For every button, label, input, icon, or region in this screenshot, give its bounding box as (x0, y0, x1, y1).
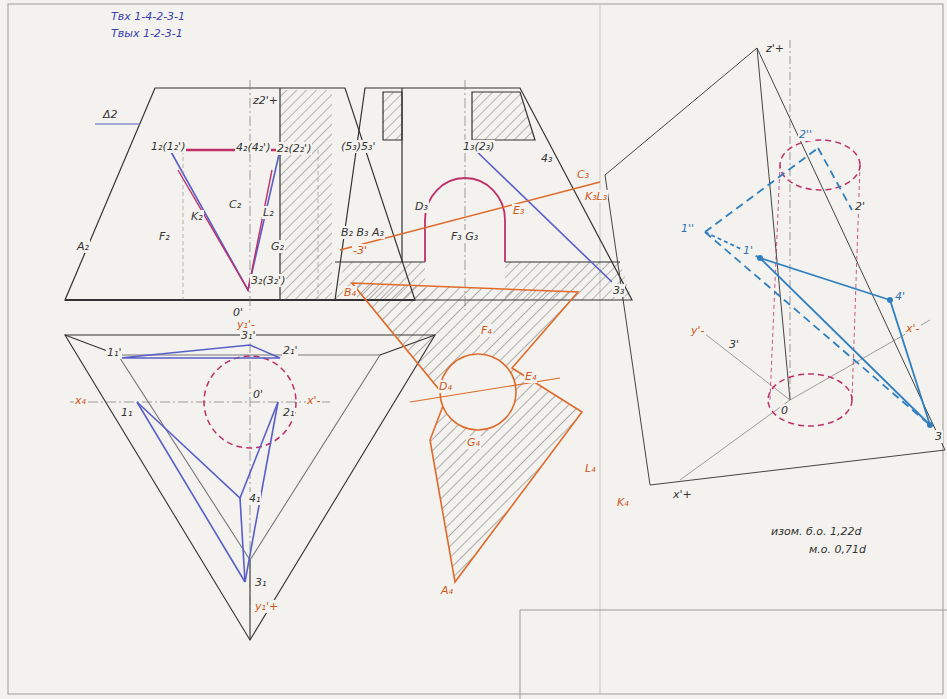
side-view (335, 80, 632, 310)
drawing-label: C₂ (228, 198, 242, 211)
drawing-label: L₄ (584, 462, 597, 475)
drawing-label: 3₂(3₂') (250, 274, 286, 287)
drawing-label: 2₁' (282, 344, 298, 357)
drawing-label: A₄ (440, 584, 454, 597)
drawing-label: 2' (854, 200, 866, 213)
drawing-label: D₄ (438, 380, 453, 393)
drawing-label: K₄ (616, 496, 630, 509)
drawing-label: 3₁' (240, 329, 256, 342)
drawing-label: м.о. 0,71d (808, 543, 867, 556)
drawing-label: 3' (728, 338, 740, 351)
drawing-label: 1₁ (120, 406, 133, 419)
drawing-label: 4₁ (248, 492, 261, 505)
drawing-label: x'+ (672, 488, 693, 501)
drawing-label: y₁'+ (254, 600, 279, 613)
drawing-label: 3₃ (612, 284, 625, 297)
drawing-label: 0 (780, 404, 789, 417)
drawing-label: 1₃(2₃) (462, 140, 495, 153)
drawing-label: 0' (252, 388, 264, 401)
drawing-label: 3 (934, 430, 943, 443)
drawing-label: 1'' (680, 222, 695, 235)
drawing-label: 2'' (798, 128, 813, 141)
drawing-label: 4₂(4₂') (235, 141, 271, 154)
drawing-label: F₂ (158, 230, 171, 243)
drawing-label: z2'+ (252, 94, 279, 107)
drawing-label: F₄ (480, 324, 493, 337)
drawing-label: F₃ G₃ (450, 230, 479, 243)
drawing-label: 4' (894, 290, 906, 303)
drawing-label: 3₁ (254, 576, 267, 589)
drawing-label: C₃ (576, 168, 590, 181)
drawing-label: x'- (905, 322, 921, 335)
drawing-label: G₄ (466, 436, 481, 449)
drawing-label: E₃ (512, 204, 525, 217)
drawing-label: y'- (690, 324, 706, 337)
drawing-label: B₂ B₃ A₃ (340, 226, 385, 239)
drawing-label: 1' (742, 244, 754, 257)
top-view (65, 325, 435, 640)
drawing-label: x₄ (74, 394, 87, 407)
drawing-label: B₄ (343, 286, 357, 299)
drawing-label: 1₂(1₂') (150, 140, 186, 153)
drawing-label: K₂ (190, 210, 204, 223)
axonometric-view (605, 40, 945, 485)
drawing-label: Δ2 (102, 108, 119, 121)
drawing-label: 4₃ (540, 152, 553, 165)
drawing-label: -3' (352, 244, 368, 257)
drawing-label: 1₁' (106, 346, 122, 359)
drawing-label: K₃L₃ (584, 190, 608, 203)
drawing-label: Твх 1-4-2-3-1 (110, 10, 186, 23)
drawing-label: D₃ (414, 200, 429, 213)
drawing-label: z'+ (765, 42, 785, 55)
section-view (352, 283, 582, 582)
drawing-label: 2₁ (282, 406, 295, 419)
drawing-label: A₂ (76, 240, 90, 253)
drawing-label: (5₃)5₃' (340, 140, 376, 153)
drawing-label: Твых 1-2-3-1 (110, 27, 184, 40)
drawing-label: 2₂(2₂') (276, 142, 312, 155)
drawing-label: G₂ (270, 240, 285, 253)
drawing-label: E₄ (524, 370, 537, 383)
drawing-label: L₂ (262, 206, 275, 219)
sheet-frame (8, 4, 947, 699)
drawing-label: изом. б.о. 1,22d (770, 525, 863, 538)
drawing-label: x'- (306, 394, 322, 407)
